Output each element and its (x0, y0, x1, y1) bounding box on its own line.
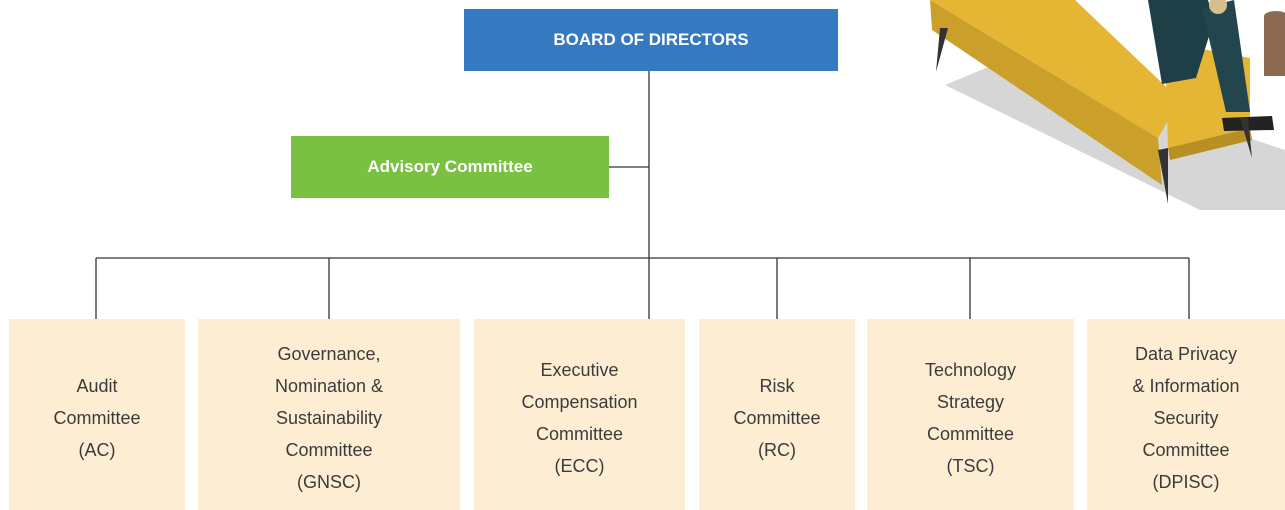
committee-box-tsc: Technology Strategy Committee (TSC) (867, 319, 1074, 510)
advisory-committee-label: Advisory Committee (367, 157, 533, 176)
committee-line: Committee (285, 439, 373, 460)
committee-label-ecc: Executive Compensation Committee (ECC) (521, 354, 637, 482)
committee-line: Committee (535, 423, 623, 444)
committee-line: Governance, (277, 343, 381, 364)
committee-line: (ECC) (554, 455, 605, 476)
committee-box-gnsc: Governance, Nomination & Sustainability … (198, 319, 460, 510)
committee-line: & Information (1132, 375, 1240, 396)
committee-label-ac: Audit Committee (AC) (53, 370, 140, 466)
committee-line: (RC) (758, 439, 796, 460)
committee-line: Technology (924, 359, 1017, 380)
committee-label-rc: Risk Committee (RC) (733, 370, 820, 466)
board-of-directors-box: BOARD OF DIRECTORS (464, 9, 838, 71)
committee-box-dpisc: Data Privacy & Information Security Comm… (1087, 319, 1285, 510)
committee-line: (TSC) (946, 455, 995, 476)
committee-line: Committee (1142, 439, 1230, 460)
committee-line: Compensation (521, 391, 638, 412)
committee-line: Security (1153, 407, 1219, 428)
committee-label-gnsc: Governance, Nomination & Sustainability … (275, 338, 383, 498)
board-of-directors-label: BOARD OF DIRECTORS (553, 30, 749, 49)
committee-line: Nomination & (274, 375, 384, 396)
committee-box-ecc: Executive Compensation Committee (ECC) (474, 319, 685, 510)
committee-line: (AC) (78, 439, 116, 460)
advisory-committee-box: Advisory Committee (291, 136, 609, 198)
committee-line: Executive (540, 359, 619, 380)
committee-box-ac: Audit Committee (AC) (9, 319, 185, 510)
committee-line: Committee (926, 423, 1014, 444)
committee-line: Sustainability (275, 407, 383, 428)
committee-label-dpisc: Data Privacy & Information Security Comm… (1132, 338, 1239, 498)
committee-label-tsc: Technology Strategy Committee (TSC) (925, 354, 1016, 482)
committee-line: (DPISC) (1152, 471, 1220, 492)
committee-line: Risk (759, 375, 795, 396)
committee-line: Committee (53, 407, 141, 428)
committee-line: Audit (76, 375, 118, 396)
committee-line: Strategy (936, 391, 1005, 412)
committee-line: (GNSC) (297, 471, 361, 492)
committee-line: Committee (733, 407, 821, 428)
committee-box-rc: Risk Committee (RC) (699, 319, 855, 510)
committee-line: Data Privacy (1134, 343, 1238, 364)
person-on-sofa-illustration (930, 0, 1285, 210)
